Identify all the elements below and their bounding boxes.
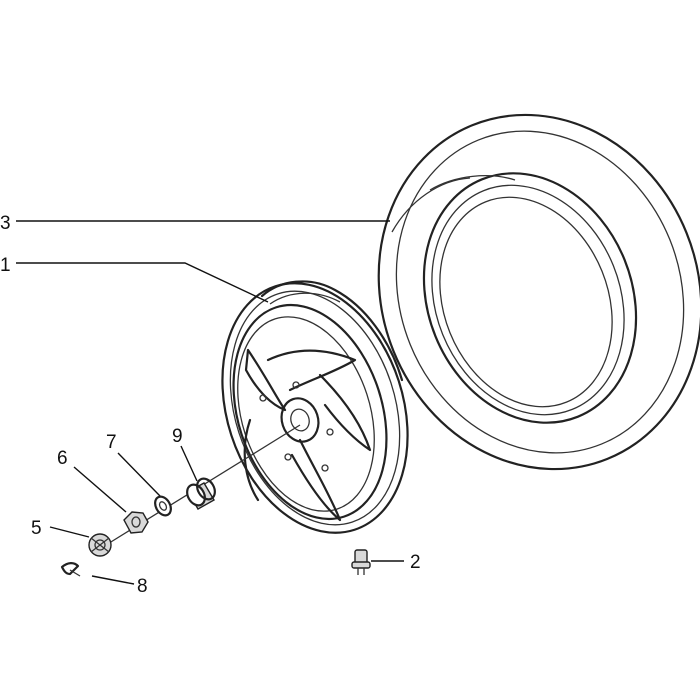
- leader-line-1: [16, 262, 269, 303]
- leader-line-8: [91, 575, 135, 585]
- nut-cap: [88, 533, 112, 557]
- leader-line-7: [117, 452, 161, 497]
- tyre: [377, 113, 700, 471]
- callout-3: 3: [0, 213, 11, 234]
- valve: [351, 549, 371, 575]
- callout-1: 1: [0, 255, 11, 276]
- callout-8: 8: [137, 576, 148, 597]
- callout-9: 9: [172, 426, 183, 447]
- spacer: [186, 477, 216, 510]
- wheel-rim: [221, 280, 409, 534]
- leader-line-5: [49, 526, 90, 538]
- callout-2: 2: [410, 552, 421, 573]
- callout-5: 5: [31, 518, 42, 539]
- callout-7: 7: [106, 432, 117, 453]
- leader-line-6: [73, 466, 127, 513]
- callout-6: 6: [57, 448, 68, 469]
- split-pin: [60, 562, 81, 577]
- leader-line-9: [180, 445, 198, 482]
- washer: [154, 495, 172, 517]
- nut: [123, 511, 149, 534]
